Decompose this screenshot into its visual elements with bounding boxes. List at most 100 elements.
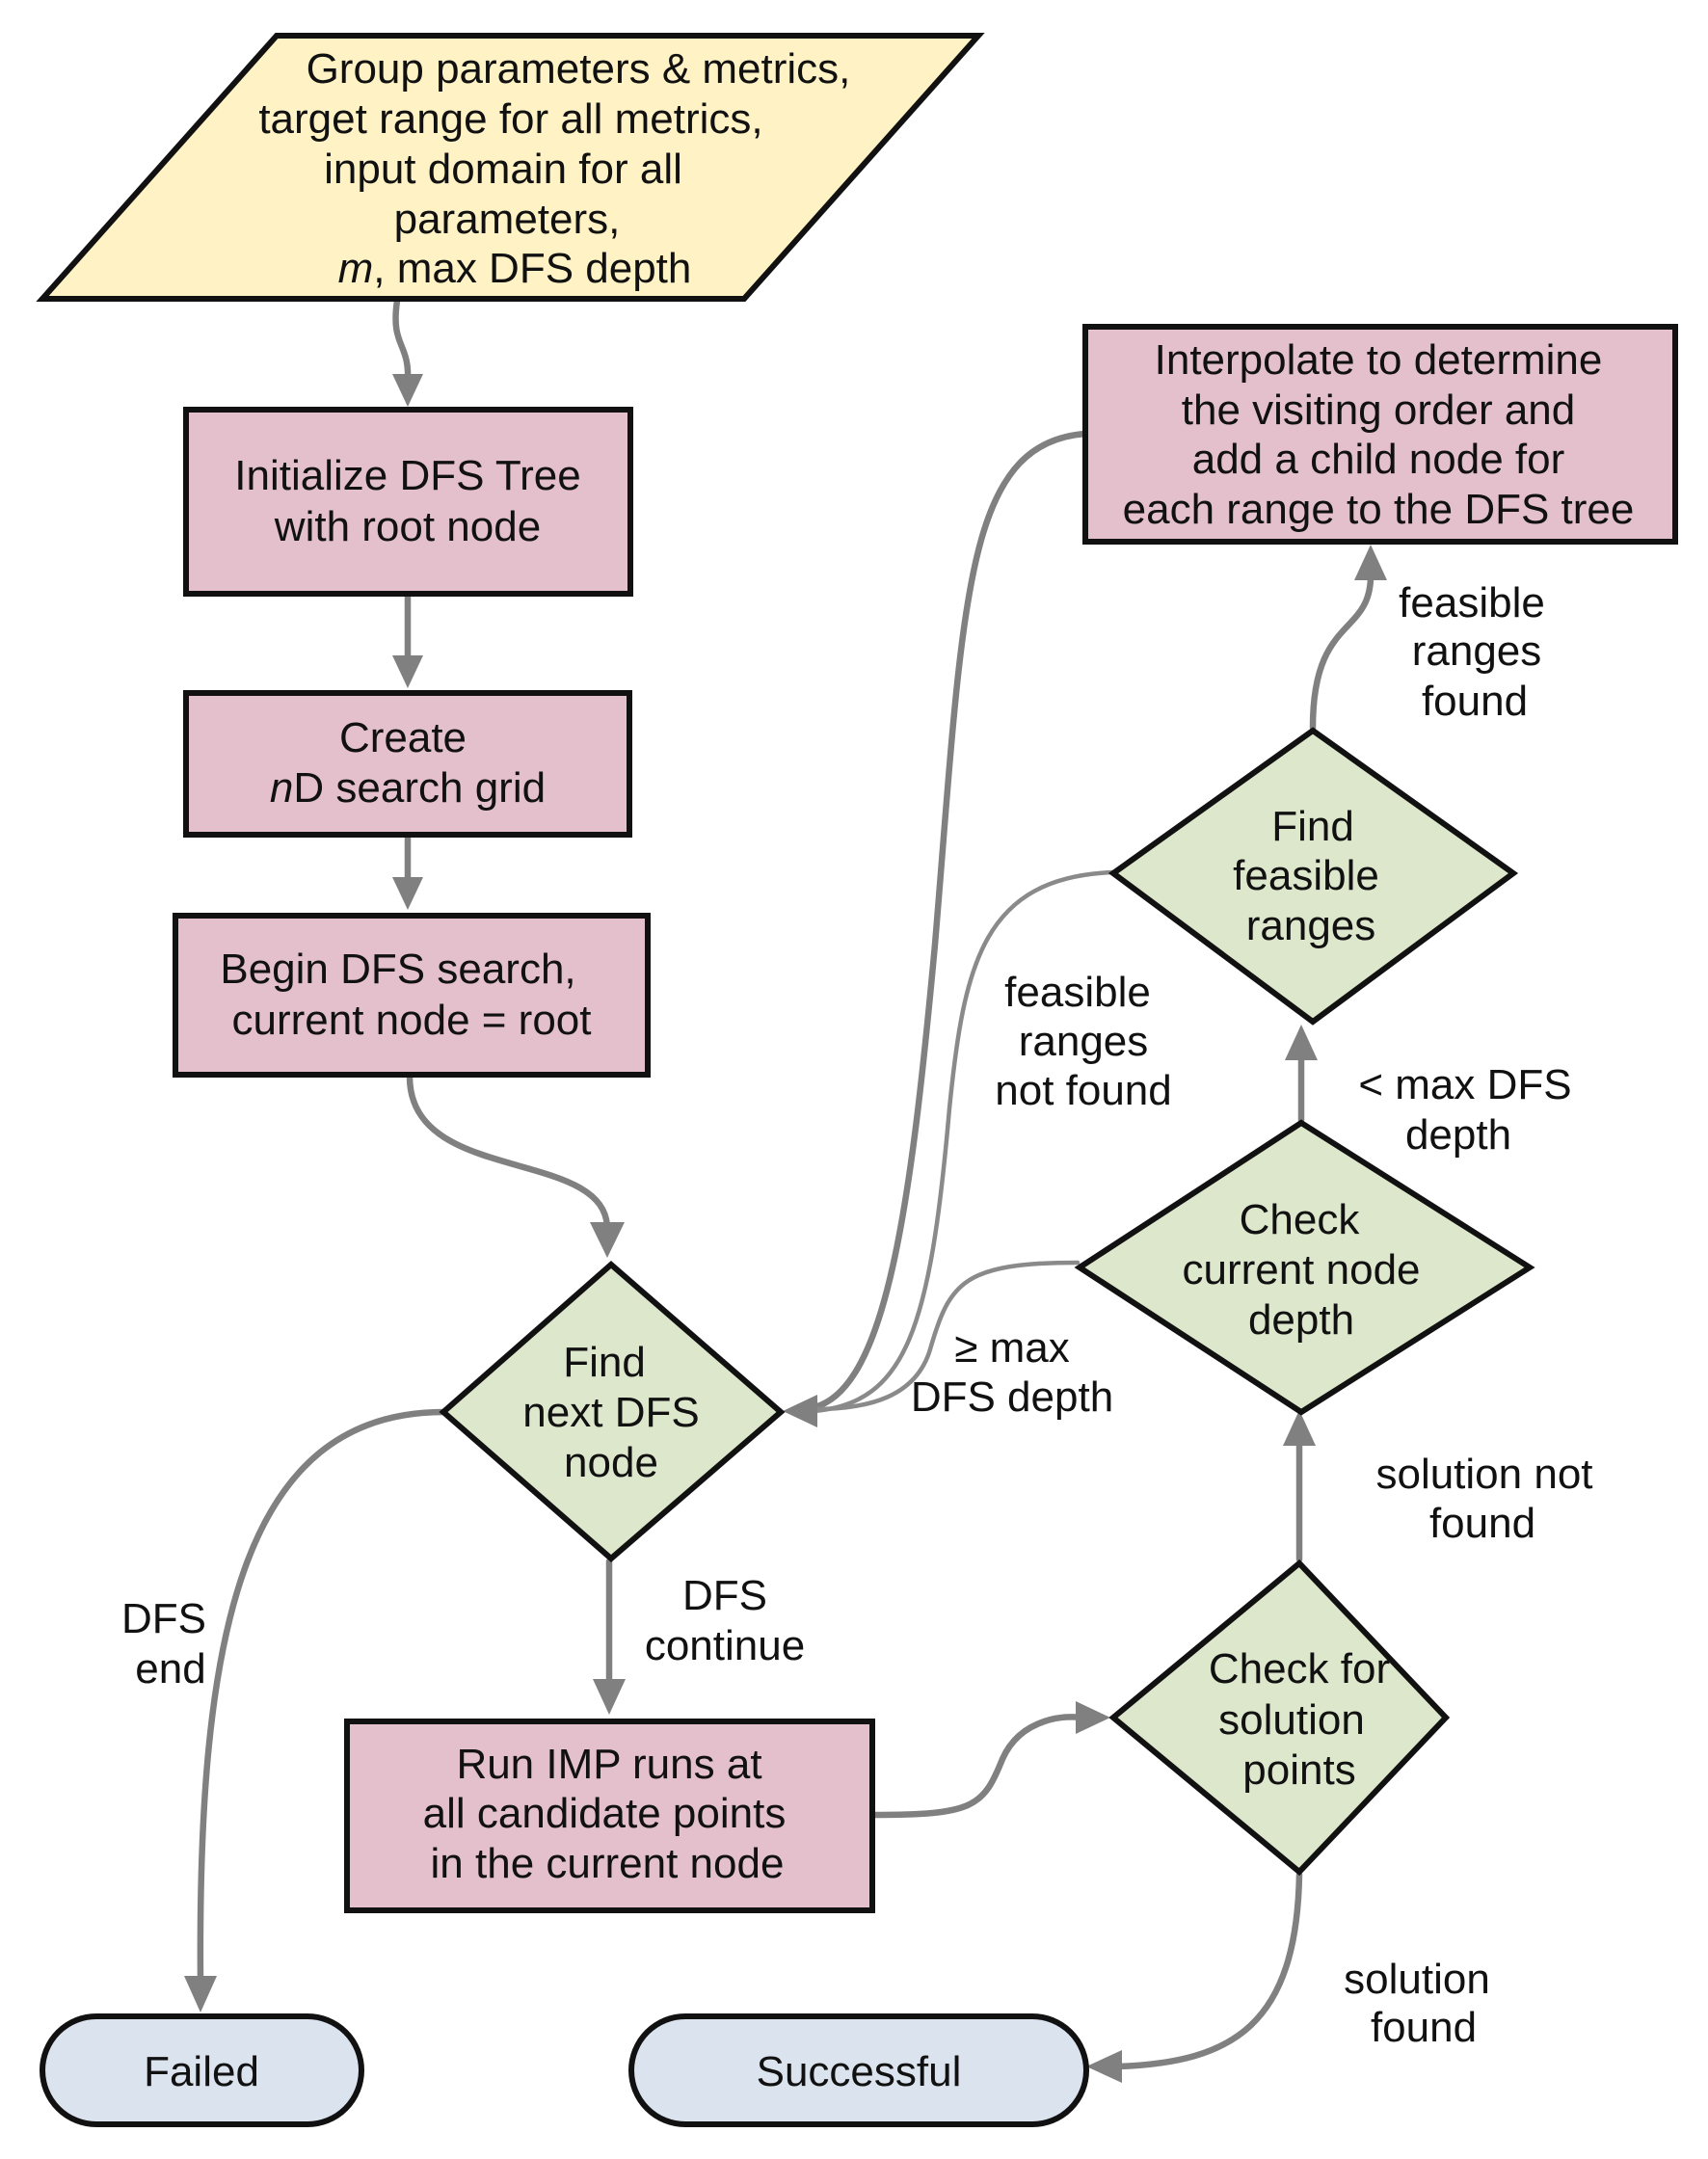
check-depth-line-2: current node	[1182, 1246, 1420, 1293]
label-dfs-end-1: DFS	[121, 1595, 206, 1642]
svg-text:each range to the DFS tree: each range to the DFS tree	[1123, 486, 1635, 533]
svg-text:in the current node: in the current node	[431, 1840, 785, 1887]
label-ge-max-depth-2: DFS depth	[911, 1373, 1113, 1421]
svg-text:< max DFS: < max DFS	[1358, 1061, 1571, 1108]
find-next-node: Find next DFS node	[439, 1261, 786, 1562]
find-ranges-line-1: Find	[1271, 803, 1354, 850]
run-imp-line-1: Run IMP runs at	[456, 1741, 761, 1788]
svg-text:Find: Find	[563, 1339, 646, 1386]
svg-text:ranges: ranges	[1412, 627, 1542, 675]
begin-line-2: current node = root	[231, 997, 591, 1044]
run-imp-line-3: in the current node	[431, 1840, 785, 1887]
input-line-2: target range for all metrics,	[258, 95, 762, 143]
svg-text:input domain for all: input domain for all	[324, 146, 682, 193]
input-line-5-italic: m	[338, 245, 374, 292]
label-solution-found-2: found	[1371, 2004, 1477, 2051]
svg-text:end: end	[135, 1645, 205, 1693]
input-node: Group parameters & metrics, target range…	[36, 33, 985, 302]
connectors	[184, 297, 1387, 2083]
label-dfs-continue-2: continue	[645, 1622, 805, 1669]
run-imp-box	[344, 1719, 875, 1913]
arrow-findnext-to-failed	[197, 1408, 447, 1985]
arrow-input-to-init	[392, 297, 412, 385]
create-line-2-italic: n	[270, 764, 293, 812]
check-depth-line-3: depth	[1248, 1296, 1354, 1344]
label-ranges-not-found-2: ranges	[1019, 1018, 1149, 1065]
arrow-head	[392, 374, 423, 407]
begin-node: Begin DFS search, current node = root	[173, 913, 651, 1078]
svg-text:Group parameters & metrics,: Group parameters & metrics,	[307, 45, 851, 93]
find-next-line-3: node	[564, 1439, 658, 1486]
failed-terminal	[40, 2013, 364, 2127]
svg-text:with root node: with root node	[274, 503, 541, 550]
arrow-head	[392, 655, 423, 688]
svg-text:current node: current node	[1182, 1246, 1420, 1293]
svg-text:depth: depth	[1248, 1296, 1354, 1344]
svg-text:feasible: feasible	[1233, 852, 1379, 899]
label-ranges-not-found-1: feasible	[1004, 969, 1151, 1016]
check-depth-line-1: Check	[1240, 1196, 1361, 1243]
find-ranges-diamond	[1108, 727, 1519, 1026]
check-solution-line-1: Check for	[1209, 1645, 1390, 1693]
arrow-head	[1354, 545, 1387, 580]
failed-label: Failed	[144, 2048, 259, 2095]
label-solution-found-1: solution	[1344, 1956, 1490, 2003]
find-next-line-1: Find	[563, 1339, 646, 1386]
create-line-1: Create	[339, 714, 467, 761]
svg-text:not found: not found	[995, 1067, 1172, 1114]
arrow-head	[1283, 1410, 1316, 1446]
svg-text:Find: Find	[1271, 803, 1354, 850]
arrow-head	[1086, 2050, 1122, 2083]
check-solution-diamond	[1108, 1559, 1451, 1877]
input-line-1: Group parameters & metrics,	[307, 45, 851, 93]
successful-node: Successful	[628, 2013, 1089, 2127]
svg-text:points: points	[1242, 1746, 1355, 1794]
input-line-5-rest: , max DFS depth	[373, 245, 691, 292]
svg-text:target range for all metrics,: target range for all metrics,	[258, 95, 762, 143]
svg-text:solution: solution	[1218, 1696, 1365, 1744]
interpolate-line-1: Interpolate to determine	[1155, 336, 1603, 384]
svg-text:parameters,: parameters,	[394, 196, 621, 243]
svg-text:the visiting order and: the visiting order and	[1182, 386, 1575, 434]
init-line-1: Initialize DFS Tree	[234, 452, 580, 499]
create-line-2-rest: D search grid	[293, 764, 546, 812]
failed-node: Failed	[40, 2013, 364, 2127]
label-ranges-found-1: feasible	[1399, 579, 1545, 626]
svg-text:DFS: DFS	[682, 1572, 767, 1619]
svg-text:all candidate points: all candidate points	[423, 1790, 787, 1837]
svg-text:found: found	[1429, 1500, 1535, 1547]
interpolate-line-2: the visiting order and	[1182, 386, 1575, 434]
svg-text:Check: Check	[1240, 1196, 1361, 1243]
interpolate-line-4: each range to the DFS tree	[1123, 486, 1635, 533]
svg-text:next DFS: next DFS	[522, 1389, 699, 1436]
svg-text:Create: Create	[339, 714, 467, 761]
label-solution-not-found-1: solution not	[1375, 1451, 1592, 1498]
label-solution-not-found-2: found	[1429, 1500, 1535, 1547]
svg-text:Successful: Successful	[757, 2048, 962, 2095]
arrow-head	[184, 1976, 217, 2012]
arrow-head	[783, 1395, 817, 1427]
label-ranges-found-3: found	[1422, 678, 1528, 725]
check-solution-node: Check for solution points	[1108, 1559, 1451, 1877]
svg-text:depth: depth	[1405, 1111, 1511, 1159]
label-dfs-continue-1: DFS	[682, 1572, 767, 1619]
svg-text:Run IMP runs at: Run IMP runs at	[456, 1741, 761, 1788]
label-lt-max-depth-2: depth	[1405, 1111, 1511, 1159]
arrow-findranges-to-interpolate	[1309, 574, 1374, 732]
input-line-3: input domain for all	[324, 146, 682, 193]
arrow-begin-to-findnext	[406, 1073, 611, 1233]
check-solution-line-2: solution	[1218, 1696, 1365, 1744]
svg-text:Begin DFS search,: Begin DFS search,	[220, 946, 575, 993]
input-parallelogram	[36, 33, 985, 302]
find-ranges-line-3: ranges	[1246, 902, 1376, 949]
find-next-diamond	[439, 1261, 786, 1562]
check-depth-diamond	[1074, 1119, 1535, 1416]
svg-text:found: found	[1371, 2004, 1477, 2051]
edge-labels: DFS end DFS continue solution found solu…	[121, 579, 1593, 2051]
svg-text:current node = root: current node = root	[231, 997, 591, 1044]
arrow-head	[392, 877, 423, 910]
label-ge-max-depth-1: ≥ max	[954, 1324, 1070, 1372]
svg-text:ranges: ranges	[1019, 1018, 1149, 1065]
create-box	[183, 690, 632, 838]
